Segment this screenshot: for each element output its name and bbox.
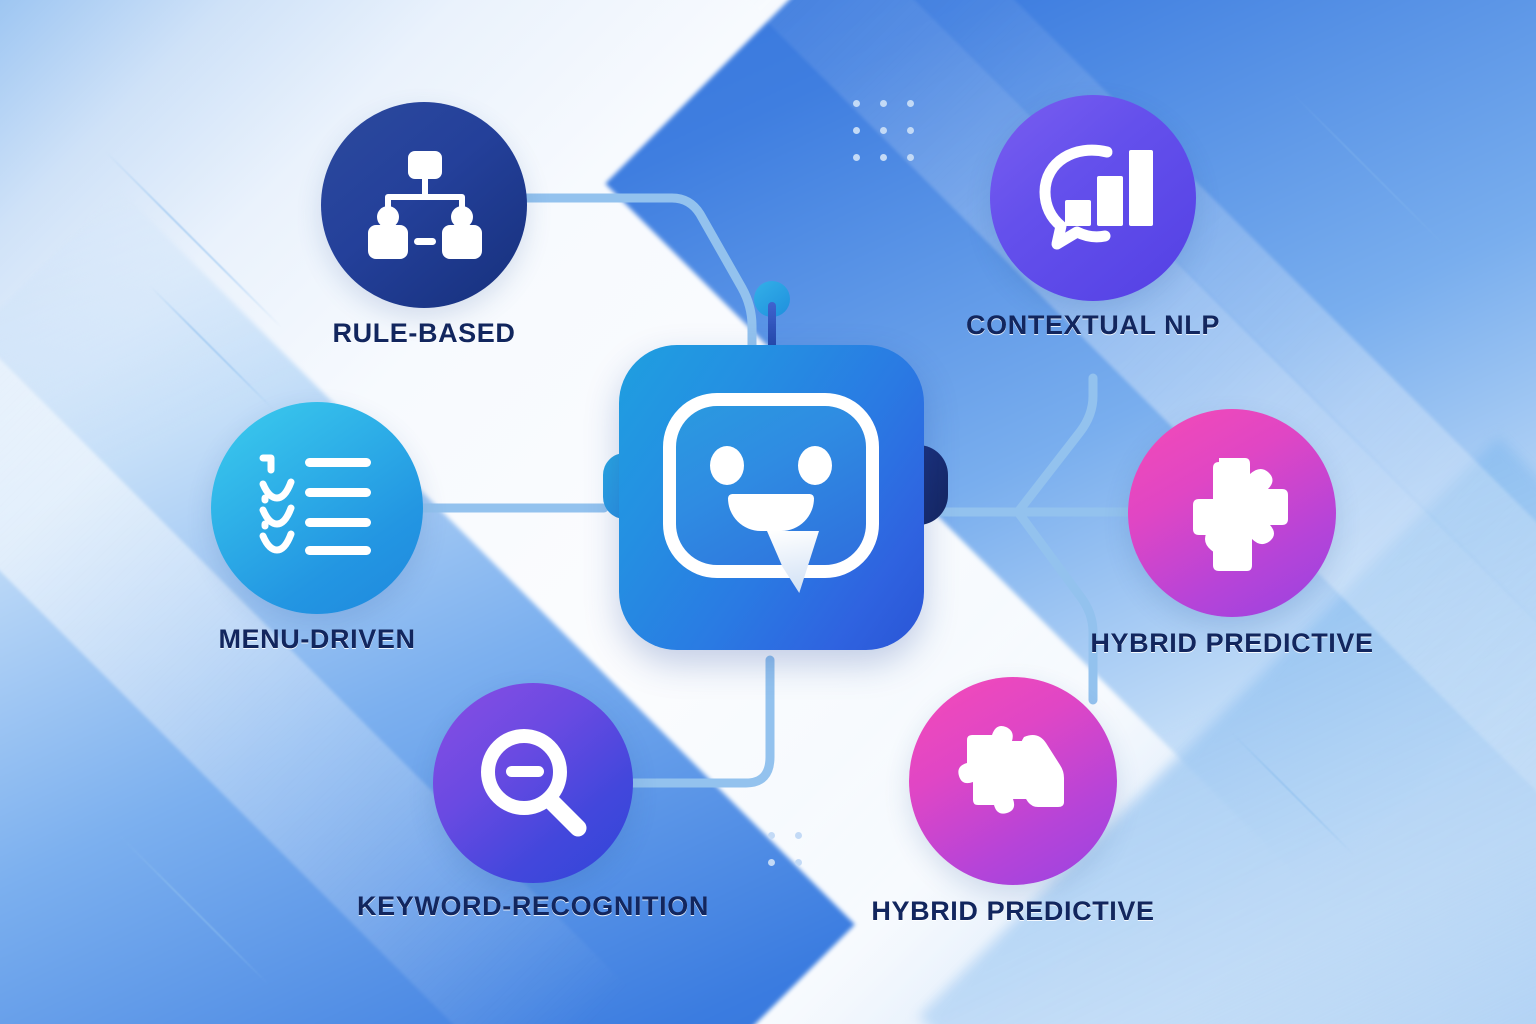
robot-smile-icon	[728, 494, 814, 531]
center-chatbot-robot[interactable]	[603, 281, 948, 650]
node-hybrid-predictive-right[interactable]: HYBRID PREDICTIVE	[1090, 409, 1373, 658]
node-keyword-recognition[interactable]: KEYWORD-RECOGNITION	[357, 683, 708, 921]
robot-face-icon	[663, 393, 879, 578]
keyword-recognition-label: KEYWORD-RECOGNITION	[357, 891, 709, 921]
checklist-icon	[259, 454, 371, 555]
robot-antenna-stem-icon	[768, 302, 776, 362]
keyword-recognition-disc[interactable]	[433, 683, 633, 883]
hierarchy-flowchart-icon	[368, 151, 482, 259]
node-contextual-nlp[interactable]: CONTEXTUAL NLP	[966, 95, 1219, 340]
connector-rule-based	[519, 193, 757, 353]
node-rule-based[interactable]: RULE-BASED	[321, 102, 527, 348]
menu-driven-label: MENU-DRIVEN	[218, 624, 416, 654]
menu-driven-disc[interactable]	[211, 402, 423, 614]
puzzle-pieces-icon	[958, 726, 1064, 814]
connector-contextual-nlp	[1013, 373, 1098, 517]
robot-eye-left-icon	[710, 446, 744, 485]
robot-body[interactable]	[619, 345, 924, 650]
puzzle-cross-icon	[1193, 458, 1288, 571]
robot-eye-right-icon	[798, 446, 832, 485]
hybrid-predictive-bottom-disc[interactable]	[909, 677, 1117, 885]
contextual-nlp-disc[interactable]	[990, 95, 1196, 301]
hybrid-predictive-bottom-label: HYBRID PREDICTIVE	[871, 896, 1155, 926]
contextual-nlp-label: CONTEXTUAL NLP	[966, 310, 1220, 340]
hybrid-predictive-right-disc[interactable]	[1128, 409, 1336, 617]
hybrid-predictive-right-label: HYBRID PREDICTIVE	[1090, 628, 1374, 658]
node-menu-driven[interactable]: MENU-DRIVEN	[211, 402, 423, 654]
dot-grid-bottom	[768, 832, 802, 866]
magnifier-minus-icon	[481, 729, 587, 837]
connector-hybrid-bottom	[1013, 507, 1098, 705]
node-hybrid-predictive-bottom[interactable]: HYBRID PREDICTIVE	[871, 677, 1154, 926]
dot-grid-top	[853, 100, 914, 161]
connector-keyword-recognition	[627, 655, 775, 788]
rule-based-label: RULE-BASED	[332, 318, 516, 348]
rule-based-disc[interactable]	[321, 102, 527, 308]
chat-bar-chart-icon	[1039, 144, 1153, 250]
